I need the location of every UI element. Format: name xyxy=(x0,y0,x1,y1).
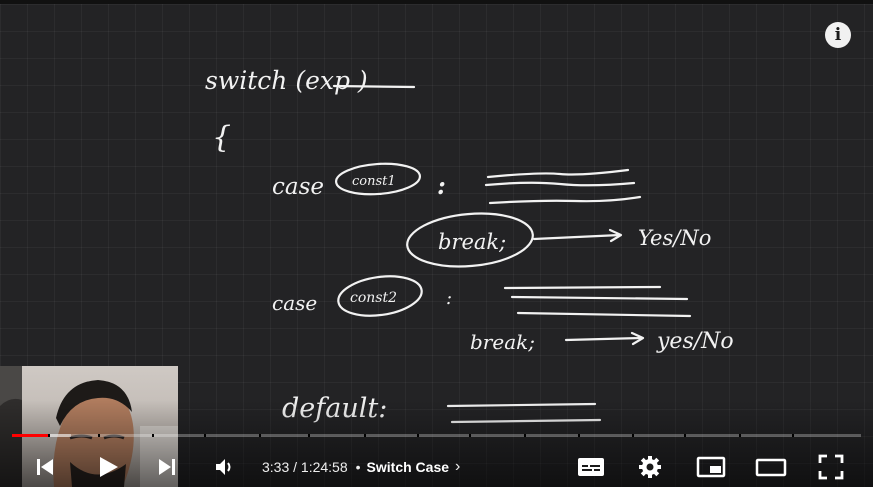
switch-line: switch (exp ) xyxy=(205,66,368,95)
break1-text: break; xyxy=(438,230,506,254)
case2-keyword: case xyxy=(272,291,317,315)
volume-icon xyxy=(216,458,231,475)
case2-const: const2 xyxy=(350,290,397,306)
case1-scribble-3 xyxy=(488,195,642,205)
subtitles-icon xyxy=(578,457,604,476)
next-icon xyxy=(159,458,175,475)
chapter-marker xyxy=(364,434,366,437)
const1-circle xyxy=(334,162,422,196)
miniplayer-icon xyxy=(696,456,726,477)
chapter-marker xyxy=(48,434,50,437)
chapter-marker xyxy=(739,434,741,437)
chapter-title[interactable]: Switch Case xyxy=(366,458,450,475)
chapter-marker xyxy=(152,434,154,437)
break1-circle xyxy=(406,212,534,268)
current-time: 3:33 xyxy=(262,458,290,475)
time-display: 3:33 / 1:24:58 • Switch Case › xyxy=(262,446,460,487)
duration: 1:24:58 xyxy=(300,458,348,475)
break2-note: yes/No xyxy=(656,329,734,354)
previous-icon xyxy=(37,458,53,475)
case1-scribble-1 xyxy=(486,168,630,179)
info-icon[interactable]: i xyxy=(825,22,851,48)
time-separator: / xyxy=(289,458,301,475)
open-brace: { xyxy=(212,120,231,155)
chapter-marker xyxy=(98,434,100,437)
case2-scribble-1 xyxy=(503,285,662,290)
case2-colon: : xyxy=(446,288,452,309)
chapter-marker xyxy=(684,434,686,437)
fullscreen-button[interactable] xyxy=(814,446,848,487)
case2-scribble-3 xyxy=(516,311,692,318)
chapter-marker xyxy=(204,434,206,437)
case1-scribble-2 xyxy=(484,181,636,187)
volume-button[interactable] xyxy=(209,446,239,487)
case1-const: const1 xyxy=(352,174,396,189)
subtitles-button[interactable] xyxy=(574,446,608,487)
play-icon xyxy=(100,456,118,477)
chapter-marker xyxy=(469,434,471,437)
theater-mode-button[interactable] xyxy=(752,446,790,487)
progress-bar[interactable] xyxy=(12,434,861,437)
player-controls: 3:33 / 1:24:58 • Switch Case › xyxy=(0,446,873,487)
progress-played xyxy=(12,434,48,437)
next-button[interactable] xyxy=(152,446,182,487)
previous-button[interactable] xyxy=(30,446,60,487)
chapter-marker xyxy=(578,434,580,437)
theater-icon xyxy=(755,458,787,476)
case1-colon: : xyxy=(437,171,446,200)
controls-gradient xyxy=(0,400,873,487)
settings-icon xyxy=(639,455,661,478)
break1-arrow xyxy=(532,233,622,241)
top-edge xyxy=(0,0,873,4)
chapter-marker xyxy=(259,434,261,437)
const2-circle xyxy=(337,275,423,317)
chapter-marker xyxy=(308,434,310,437)
settings-button[interactable] xyxy=(634,446,666,487)
fullscreen-icon xyxy=(818,454,844,479)
chapter-marker xyxy=(417,434,419,437)
case2-scribble-2 xyxy=(510,295,689,301)
play-button[interactable] xyxy=(92,446,124,487)
chapter-dot: • xyxy=(355,458,361,475)
chapter-marker xyxy=(632,434,634,437)
case1-keyword: case xyxy=(272,174,324,200)
chapter-marker xyxy=(792,434,794,437)
chapter-marker xyxy=(524,434,526,437)
break2-arrow xyxy=(564,336,644,342)
miniplayer-button[interactable] xyxy=(694,446,728,487)
chevron-right-icon[interactable]: › xyxy=(455,457,461,475)
break1-note: Yes/No xyxy=(638,226,711,250)
break2-text: break; xyxy=(470,330,535,354)
